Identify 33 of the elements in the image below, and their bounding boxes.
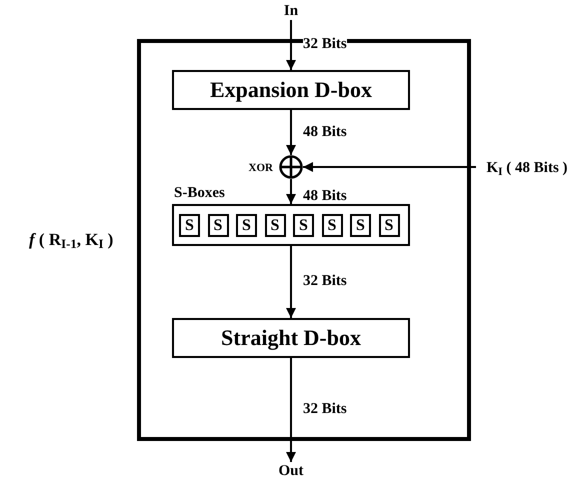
s-box xyxy=(293,214,314,237)
s-box-label: S xyxy=(384,216,394,235)
process-box xyxy=(172,318,410,358)
process-box xyxy=(172,70,410,110)
s-box xyxy=(350,214,371,237)
arrow xyxy=(286,20,296,70)
box-label: Straight D-box xyxy=(220,324,362,352)
box-label: Expansion D-box xyxy=(208,76,373,104)
signal-label: Out xyxy=(277,462,304,480)
s-box xyxy=(236,214,257,237)
s-box-label: S xyxy=(270,216,280,235)
s-box xyxy=(208,214,228,237)
s-box-label: S xyxy=(298,216,309,235)
s-box xyxy=(378,214,400,237)
node-caption: XOR xyxy=(248,161,273,176)
edge-label: 48 Bits xyxy=(303,124,347,140)
s-box-label: S xyxy=(326,216,338,235)
s-box xyxy=(179,214,200,237)
arrow xyxy=(286,246,296,318)
group-heading: S-Boxes xyxy=(174,184,225,203)
s-box-label: S xyxy=(355,216,366,235)
arrow xyxy=(286,358,296,462)
s-box-label: S xyxy=(212,216,224,235)
signal-label: In xyxy=(282,2,300,20)
arrow xyxy=(286,179,296,204)
signal-label: K$_{I}$ ( 48 Bits ) xyxy=(485,159,569,179)
s-box xyxy=(264,214,286,237)
arrow xyxy=(303,162,476,172)
s-box-label: S xyxy=(241,216,252,235)
node-caption: f ( R$_{I-1}$, K$_{I}$ ) xyxy=(29,229,114,252)
s-box-label: S xyxy=(184,216,195,235)
s-box xyxy=(322,214,342,237)
arrow xyxy=(286,110,296,155)
